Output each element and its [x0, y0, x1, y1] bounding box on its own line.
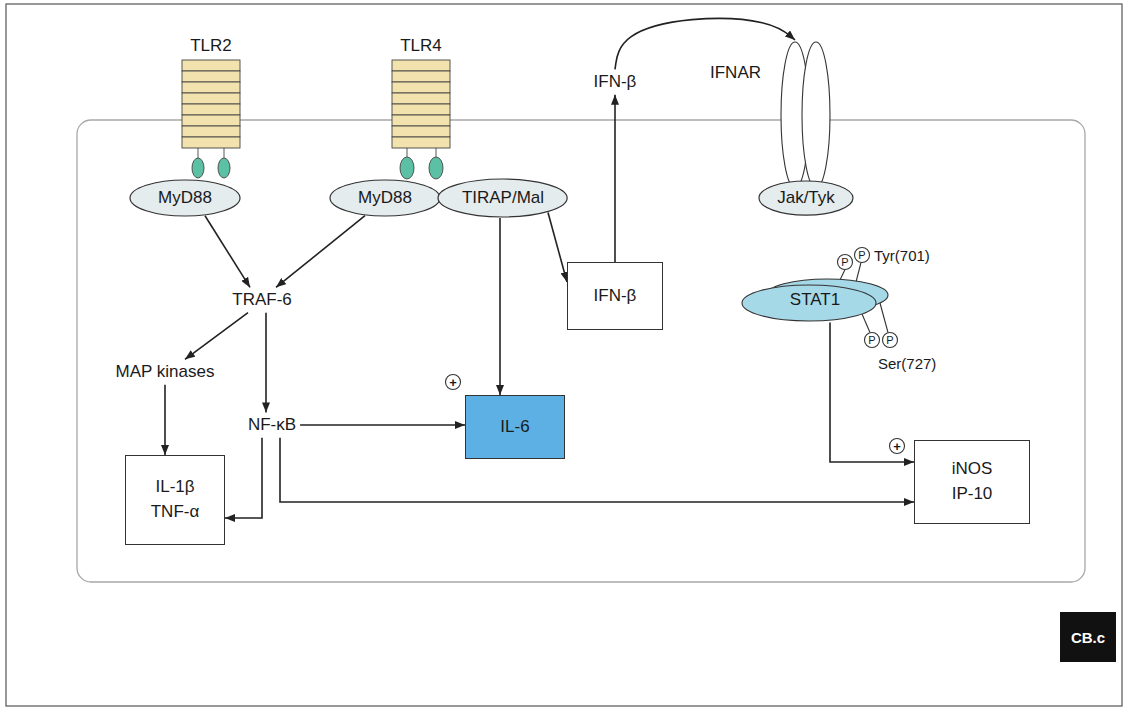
phosphate-label: P — [886, 335, 893, 346]
phosphate-label: P — [868, 335, 875, 346]
gene-box: IFN-β — [567, 262, 663, 330]
node-text: Jak/Tyk — [777, 187, 835, 208]
receptor-label: TLR4 — [400, 37, 442, 54]
dimer-ellipse — [742, 285, 876, 321]
node-text: TNF-α — [151, 500, 200, 525]
receptor-label: TLR2 — [190, 37, 232, 54]
node-text: IP-10 — [952, 482, 993, 507]
gene-box: IL-6 — [465, 395, 565, 459]
signal-arrow — [280, 438, 914, 502]
signal-arrow — [225, 438, 262, 518]
signal-arrow — [499, 218, 501, 395]
signal-arrow — [164, 385, 166, 455]
signal-arrow — [615, 19, 795, 70]
phosphate-label: P — [841, 257, 848, 268]
cell-membrane — [77, 120, 1085, 582]
node-text: MyD88 — [358, 187, 412, 208]
cytokine-label: IFN-β — [590, 69, 641, 94]
signal-node: MAP kinases — [112, 359, 219, 384]
tlr2-receptor — [182, 60, 240, 178]
node-text: MAP kinases — [116, 361, 215, 382]
adaptor-ellipse: TIRAP/Mal — [437, 178, 568, 218]
receptor-node: IFNAR — [710, 40, 840, 190]
gene-box: IL-1βTNF-α — [125, 455, 225, 545]
node-text: TIRAP/Mal — [462, 187, 544, 208]
node-text: IFNAR — [710, 62, 761, 83]
plus-sign: + — [893, 440, 901, 453]
residue-label: Tyr(701) — [874, 248, 930, 263]
figure-frame — [6, 4, 1122, 706]
signal-arrow — [276, 216, 365, 288]
residue-label: Ser(727) — [878, 356, 936, 371]
transcription-factor: STAT1 — [740, 277, 890, 323]
signal-arrow — [548, 213, 567, 282]
node-text: IL-6 — [500, 415, 529, 440]
ellipse-shape — [759, 181, 853, 215]
node-text: IFN-β — [594, 284, 637, 309]
receptor-symbol — [710, 40, 840, 190]
plus-circle — [446, 375, 461, 390]
signal-arrow — [830, 323, 914, 462]
tlr4-receptor — [392, 60, 450, 179]
node-text: TRAF-6 — [232, 289, 292, 310]
signal-arrow — [185, 313, 248, 360]
adaptor-ellipse: MyD88 — [329, 179, 441, 217]
signal-node: NF-κB — [244, 412, 300, 437]
receptor-chain — [802, 42, 830, 188]
journal-logo: CB.c — [1071, 630, 1105, 645]
phosphate-label: P — [858, 250, 865, 261]
journal-logo-box — [1060, 612, 1116, 662]
signal-arrow — [300, 424, 465, 426]
node-text: IL-1β — [155, 475, 194, 500]
node-text: MyD88 — [158, 187, 212, 208]
plus-circle — [890, 439, 905, 454]
signal-arrow — [614, 95, 616, 262]
adaptor-ellipse: MyD88 — [129, 179, 241, 217]
signal-arrow — [265, 313, 267, 413]
node-text: iNOS — [952, 457, 993, 482]
ellipse-shape — [130, 180, 240, 216]
signal-node: TRAF-6 — [228, 287, 296, 312]
node-text: IFN-β — [594, 71, 637, 92]
plus-sign: + — [449, 376, 457, 389]
ellipse-shape — [330, 180, 440, 216]
node-text: NF-κB — [248, 414, 296, 435]
node-text: STAT1 — [790, 289, 840, 310]
signal-arrow — [205, 216, 250, 288]
ellipse-shape — [438, 179, 567, 217]
kinase-ellipse: Jak/Tyk — [758, 180, 854, 216]
gene-box: iNOSIP-10 — [914, 440, 1030, 524]
